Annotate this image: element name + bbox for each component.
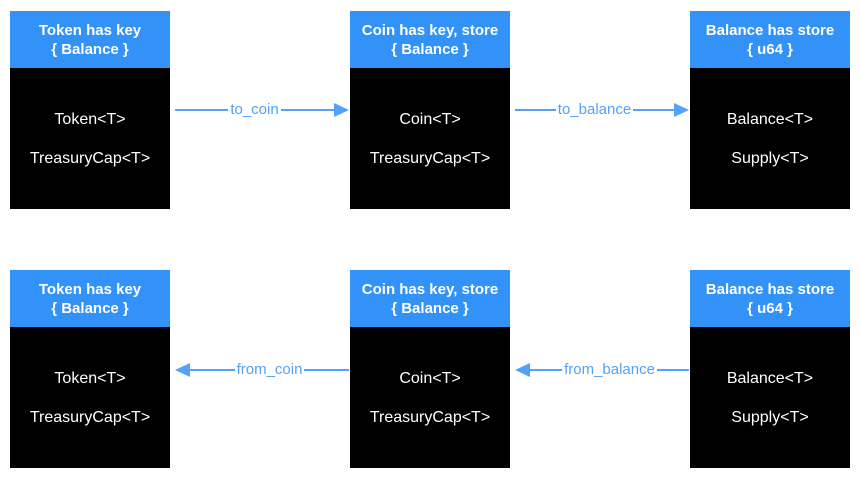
arrow-line — [530, 369, 563, 371]
coin-box-row2: Coin has key, store { Balance } Coin<T> … — [350, 270, 510, 468]
coin-box-row1: Coin has key, store { Balance } Coin<T> … — [350, 11, 510, 209]
arrow-line — [633, 109, 674, 111]
box-title-line2: { u64 } — [747, 40, 793, 58]
arrow-to-coin: to_coin — [175, 102, 349, 118]
box-item: Token<T> — [54, 369, 126, 387]
balance-box-header: Balance has store { u64 } — [690, 270, 850, 327]
arrow-label: to_balance — [557, 101, 632, 118]
arrow-from-coin: from_coin — [175, 361, 350, 378]
arrow-from-balance: from_balance — [515, 361, 690, 378]
arrow-line — [175, 109, 229, 111]
box-title-line2: { Balance } — [391, 40, 469, 58]
box-item: Coin<T> — [399, 110, 461, 128]
arrowhead-right-icon — [674, 103, 689, 117]
box-title-line1: Balance has store — [705, 21, 835, 39]
arrow-line — [190, 369, 235, 371]
arrow-to-balance: to_balance — [515, 102, 689, 118]
arrow-line — [515, 109, 556, 111]
arrowhead-left-icon — [515, 363, 530, 377]
arrow-label: from_coin — [236, 361, 303, 378]
arrow-line — [304, 369, 350, 371]
box-item: TreasuryCap<T> — [29, 408, 151, 426]
box-title-line2: { u64 } — [747, 299, 793, 317]
box-title-line2: { Balance } — [51, 299, 129, 317]
box-title-line1: Token has key — [38, 21, 142, 39]
coin-box-body: Coin<T> TreasuryCap<T> — [350, 327, 510, 468]
token-box-body: Token<T> TreasuryCap<T> — [10, 327, 170, 468]
balance-box-row1: Balance has store { u64 } Balance<T> Sup… — [690, 11, 850, 209]
box-item: Supply<T> — [731, 149, 809, 167]
box-item: TreasuryCap<T> — [369, 408, 491, 426]
arrowhead-right-icon — [334, 103, 349, 117]
box-item: Balance<T> — [726, 110, 814, 128]
token-box-body: Token<T> TreasuryCap<T> — [10, 68, 170, 209]
box-title-line1: Balance has store — [705, 280, 835, 298]
box-title-line2: { Balance } — [391, 299, 469, 317]
arrow-label: to_coin — [230, 101, 279, 118]
arrow-label: from_balance — [564, 361, 655, 378]
arrow-line — [280, 109, 334, 111]
token-box-header: Token has key { Balance } — [10, 270, 170, 327]
box-title-line1: Coin has key, store — [361, 280, 499, 298]
box-item: Token<T> — [54, 110, 126, 128]
box-item: Supply<T> — [731, 408, 809, 426]
box-title-line1: Token has key — [38, 280, 142, 298]
token-box-header: Token has key { Balance } — [10, 11, 170, 68]
box-item: TreasuryCap<T> — [369, 149, 491, 167]
coin-box-header: Coin has key, store { Balance } — [350, 11, 510, 68]
balance-box-header: Balance has store { u64 } — [690, 11, 850, 68]
arrow-line — [656, 369, 690, 371]
balance-box-body: Balance<T> Supply<T> — [690, 68, 850, 209]
coin-box-body: Coin<T> TreasuryCap<T> — [350, 68, 510, 209]
coin-box-header: Coin has key, store { Balance } — [350, 270, 510, 327]
token-box-row1: Token has key { Balance } Token<T> Treas… — [10, 11, 170, 209]
arrowhead-left-icon — [175, 363, 190, 377]
box-item: Coin<T> — [399, 369, 461, 387]
token-box-row2: Token has key { Balance } Token<T> Treas… — [10, 270, 170, 468]
box-item: Balance<T> — [726, 369, 814, 387]
box-title-line2: { Balance } — [51, 40, 129, 58]
box-item: TreasuryCap<T> — [29, 149, 151, 167]
box-title-line1: Coin has key, store — [361, 21, 499, 39]
balance-box-body: Balance<T> Supply<T> — [690, 327, 850, 468]
balance-box-row2: Balance has store { u64 } Balance<T> Sup… — [690, 270, 850, 468]
